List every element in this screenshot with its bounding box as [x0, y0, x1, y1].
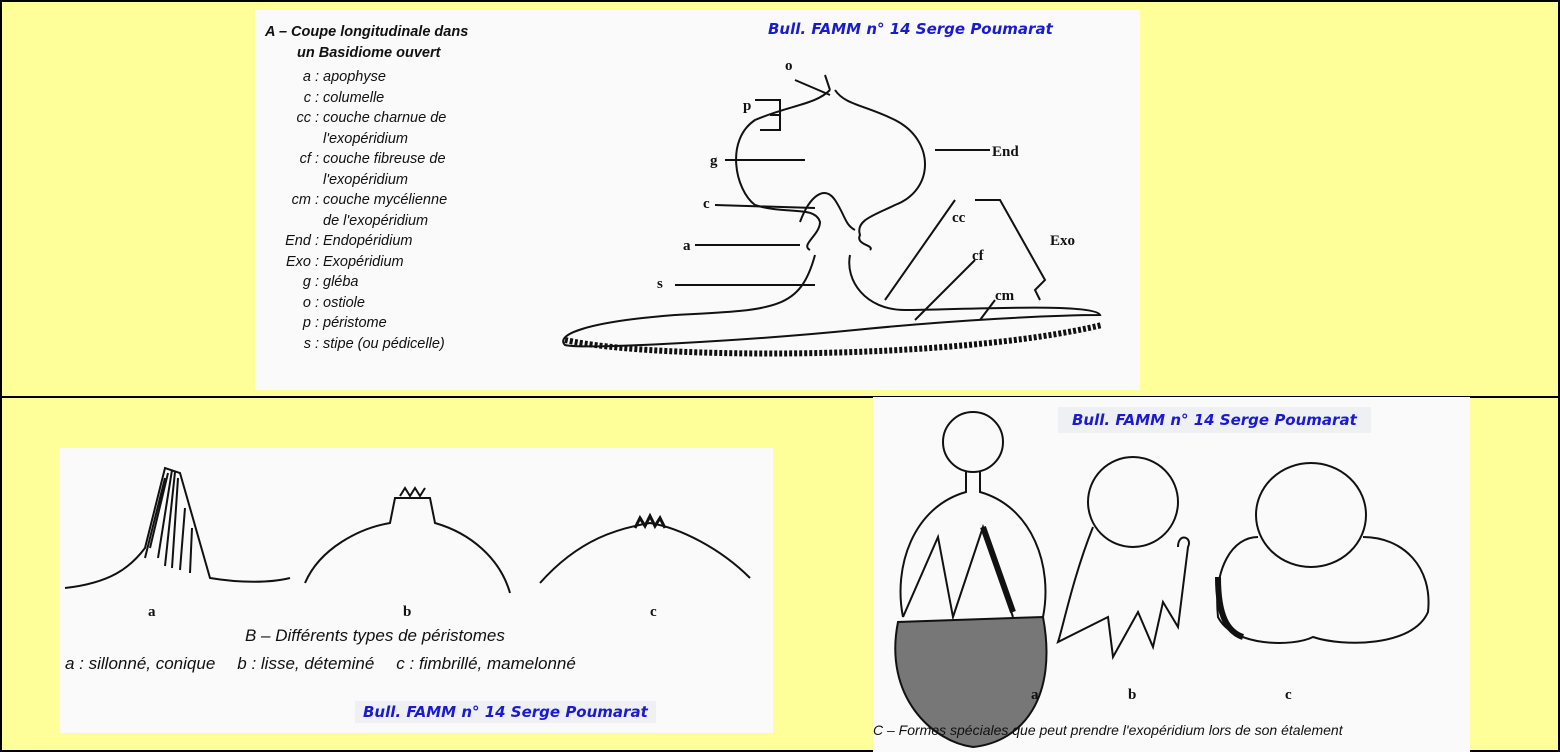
figure-b-types: a : sillonné, conique b : lisse, détemin… — [65, 654, 576, 674]
label-end: End — [992, 144, 1019, 160]
figure-a-credit: Bull. FAMM n° 14 Serge Poumarat — [768, 20, 1053, 38]
figure-b-caption: B – Différents types de péristomes — [245, 626, 505, 645]
legend-item: l'exopéridium — [265, 170, 468, 191]
legend-key: g : — [302, 274, 319, 290]
figure-a-title-2: un Basidiome ouvert — [297, 44, 441, 61]
legend-key: cf : — [299, 151, 319, 167]
type-a: a : sillonné, conique — [65, 654, 216, 673]
legend-item: Exo :Exopéridium — [265, 252, 468, 273]
legend-text: apophyse — [323, 69, 386, 85]
legend-text: columelle — [323, 89, 385, 106]
legend-text: couche charnue de — [323, 110, 447, 126]
legend-text: péristome — [323, 315, 387, 331]
label-exo: Exo — [1050, 233, 1075, 249]
legend-key: cm : — [291, 192, 319, 208]
legend-item: cf :couche fibreuse de — [265, 149, 468, 170]
label-cm: cm — [995, 288, 1015, 304]
legend-item: End :Endopéridium — [265, 231, 468, 252]
figure-c-caption: C – Formes spéciales que peut prendre l'… — [873, 722, 1343, 738]
label-o: o — [785, 58, 793, 74]
legend-key: End : — [285, 233, 319, 249]
legend-item: a :apophyse — [265, 67, 468, 88]
legend-key: s : — [303, 335, 319, 352]
label-p: p — [743, 98, 751, 114]
label-cc: cc — [952, 210, 966, 226]
legend-key: p : — [302, 315, 319, 331]
peristome-types-drawing: a b c — [64, 466, 751, 620]
legend-text: ostiole — [323, 294, 365, 311]
legend-text: couche mycélienne — [323, 192, 448, 208]
legend-item: g :gléba — [265, 272, 468, 293]
figure-b-credit: Bull. FAMM n° 14 Serge Poumarat — [355, 701, 656, 723]
type-b: b : lisse, déteminé — [237, 654, 375, 673]
label-c: c — [703, 196, 710, 212]
label-c-c: c — [1285, 687, 1292, 703]
legend-item: cm :couche mycélienne — [265, 190, 468, 211]
legend-text: l'exopéridium — [323, 130, 408, 147]
label-c-b: b — [1128, 687, 1136, 703]
legend-key: o : — [302, 294, 319, 311]
legend-item: cc :couche charnue de — [265, 108, 468, 129]
legend-key: c : — [303, 89, 319, 106]
basidiome-section-drawing: o p g c a s End cc cf Exo cm — [562, 58, 1103, 357]
label-s: s — [657, 276, 663, 292]
legend-text: Endopéridium — [323, 233, 413, 249]
figure-b: a b c B – Différents types de péristomes… — [60, 448, 773, 733]
label-b-a: a — [148, 604, 156, 620]
label-b-b: b — [403, 604, 411, 620]
legend-item: de l'exopéridium — [265, 211, 468, 232]
legend-item: s :stipe (ou pédicelle) — [265, 334, 468, 355]
legend-key: cc : — [296, 110, 319, 126]
legend-text: gléba — [323, 274, 359, 290]
legend-text: stipe (ou pédicelle) — [323, 335, 445, 352]
label-g: g — [710, 153, 718, 169]
label-c-a: a — [1031, 687, 1039, 703]
figure-c-credit: Bull. FAMM n° 14 Serge Poumarat — [1058, 407, 1371, 433]
legend-item: c :columelle — [265, 88, 468, 109]
figure-a: A – Coupe longitudinale dans un Basidiom… — [255, 10, 1140, 390]
legend-item: o :ostiole — [265, 293, 468, 314]
figure-c: a b c Bull. FAMM n° 14 Serge Poumarat C … — [873, 397, 1470, 752]
legend-key: a : — [302, 69, 319, 85]
legend-item: p :péristome — [265, 313, 468, 334]
legend-text: couche fibreuse de — [323, 151, 446, 167]
exoperidium-forms-drawing: a b c — [894, 411, 1430, 749]
figure-a-legend: A – Coupe longitudinale dans un Basidiom… — [265, 22, 468, 354]
label-a: a — [683, 238, 691, 254]
legend-text: l'exopéridium — [323, 171, 408, 188]
legend-key: Exo : — [285, 253, 319, 270]
label-cf: cf — [972, 248, 985, 264]
figure-a-title: A – Coupe longitudinale dans — [265, 24, 469, 40]
label-b-c: c — [650, 604, 657, 620]
legend-text: Exopéridium — [323, 253, 404, 270]
type-c: c : fimbrillé, mamelonné — [396, 654, 576, 673]
legend-text: de l'exopéridium — [323, 212, 429, 229]
legend-item: l'exopéridium — [265, 129, 468, 150]
